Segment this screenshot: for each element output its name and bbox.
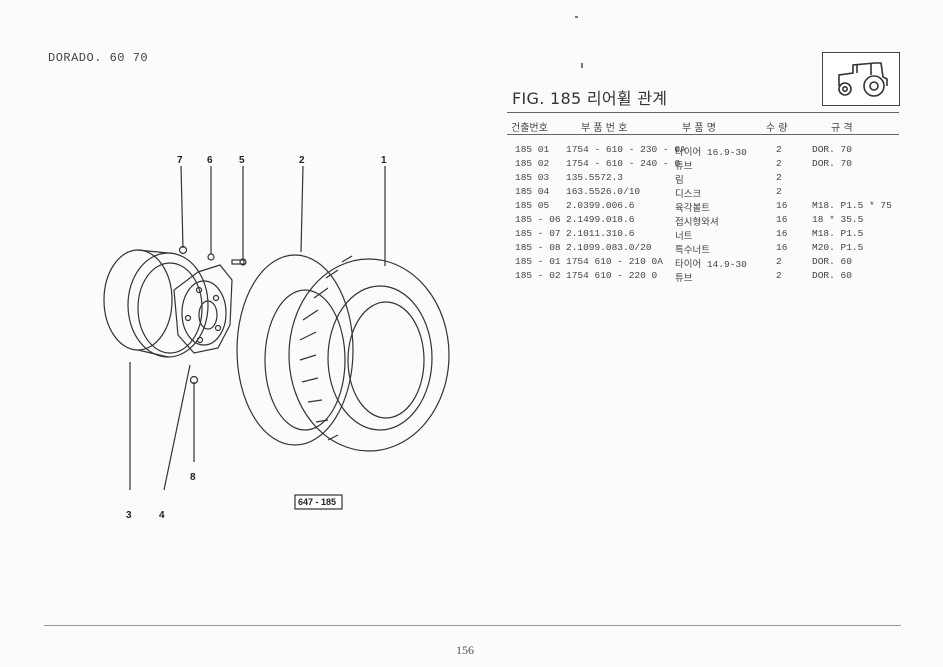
table-row: 185 - 06 2.1499.018.6 접시형와셔 16 18 * 35.5 (0, 214, 943, 228)
cell-spec: M18. P1.5 * 75 (812, 200, 892, 211)
cell-qty: 16 (776, 200, 788, 211)
page-number: 156 (456, 643, 474, 657)
table-row: 185 - 07 2.1011.310.6 너트 16 M18. P1.5 (0, 228, 943, 242)
cell-part-no: 135.5572.3 (566, 172, 624, 183)
cell-qty: 2 (776, 186, 782, 197)
cell-item-no: 185 04 (515, 186, 550, 197)
table-row: 185 - 01 1754 610 - 210 0A 타이어 14.9-30 2 DOR… (0, 256, 943, 270)
model-name: DORADO. 60 70 (48, 51, 149, 65)
table-row: 185 - 08 2.1099.083.0/20 특수너트 16 M20. P1.5 (0, 242, 943, 256)
cell-qty: 2 (776, 172, 782, 183)
cell-part-name: 튜브 (675, 273, 693, 284)
table-header-rule (507, 134, 899, 135)
table-row: 185 04 163.5526.0/10 디스크 2 (0, 186, 943, 200)
cell-part-no: 163.5526.0/10 (566, 186, 641, 197)
callout-7: 7 (177, 155, 183, 166)
cell-item-no: 185 - 01 (515, 256, 561, 267)
cell-qty: 16 (776, 228, 788, 239)
col-header-spec: 규 격 (831, 123, 853, 134)
callout-2: 2 (299, 155, 305, 166)
cell-qty: 16 (776, 214, 788, 225)
cell-spec: M20. P1.5 (812, 242, 864, 253)
tractor-icon (822, 52, 900, 106)
callout-3: 3 (126, 510, 132, 521)
cell-part-no: 2.1011.310.6 (566, 228, 635, 239)
cell-qty: 2 (776, 144, 782, 155)
callout-6: 6 (207, 155, 213, 166)
cell-qty: 2 (776, 158, 782, 169)
cell-part-no: 2.1099.083.0/20 (566, 242, 652, 253)
cell-item-no: 185 02 (515, 158, 550, 169)
table-row: 185 03 135.5572.3 림 2 (0, 172, 943, 186)
cell-spec: DOR. 70 (812, 158, 852, 169)
cell-part-name: 육각볼트 (675, 203, 710, 214)
cell-qty: 16 (776, 242, 788, 253)
cell-item-no: 185 - 02 (515, 270, 561, 281)
scan-mark (575, 16, 578, 18)
cell-spec: DOR. 60 (812, 256, 852, 267)
cell-part-no: 2.0399.006.6 (566, 200, 635, 211)
cell-item-no: 185 - 08 (515, 242, 561, 253)
exploded-wheel-diagram: 7 6 5 2 1 3 4 8 647 - 185 (103, 155, 450, 521)
cell-spec: M18. P1.5 (812, 228, 864, 239)
footer-rule (44, 625, 901, 626)
cell-item-no: 185 - 07 (515, 228, 561, 239)
col-header-item-no: 건출번호 (511, 123, 548, 134)
cell-item-no: 185 01 (515, 144, 550, 155)
table-top-rule (507, 112, 899, 113)
cell-qty: 2 (776, 256, 782, 267)
cell-part-name: 타이어 14.9-30 (675, 259, 747, 270)
cell-part-name: 접시형와셔 (675, 217, 719, 228)
callout-8: 8 (190, 472, 196, 483)
figure-reference: 647 - 185 (298, 497, 336, 507)
cell-item-no: 185 - 06 (515, 214, 561, 225)
cell-part-no: 1754 610 - 210 0A (566, 256, 663, 267)
callout-1: 1 (381, 155, 387, 166)
col-header-qty: 수 량 (766, 123, 788, 134)
cell-part-no: 1754 610 - 220 0 (566, 270, 658, 281)
cell-part-name: 특수너트 (675, 245, 710, 256)
cell-part-no: 1754 - 610 - 240 - 0 (566, 158, 681, 169)
cell-part-no: 2.1499.018.6 (566, 214, 635, 225)
scan-mark (581, 63, 583, 68)
cell-part-name: 너트 (675, 231, 693, 242)
cell-part-no: 1754 - 610 - 230 - 0A (566, 144, 686, 155)
cell-part-name: 디스크 (675, 189, 702, 200)
cell-part-name: 튜브 (675, 161, 693, 172)
cell-qty: 2 (776, 270, 782, 281)
figure-title: FIG. 185 리어휠 관계 (512, 89, 668, 108)
callout-5: 5 (239, 155, 245, 166)
col-header-part-no: 부 품 번 호 (581, 123, 628, 134)
col-header-part-name: 부 품 명 (682, 123, 716, 134)
callout-4: 4 (159, 510, 165, 521)
cell-part-name: 림 (675, 175, 684, 186)
table-row: 185 - 02 1754 610 - 220 0 튜브 2 DOR. 60 (0, 270, 943, 284)
table-row: 185 05 2.0399.006.6 육각볼트 16 M18. P1.5 * 75 (0, 200, 943, 214)
cell-spec: DOR. 60 (812, 270, 852, 281)
cell-item-no: 185 05 (515, 200, 550, 211)
cell-spec: 18 * 35.5 (812, 214, 864, 225)
cell-part-name: 타이어 16.9-30 (675, 147, 747, 158)
cell-spec: DOR. 70 (812, 144, 852, 155)
cell-item-no: 185 03 (515, 172, 550, 183)
